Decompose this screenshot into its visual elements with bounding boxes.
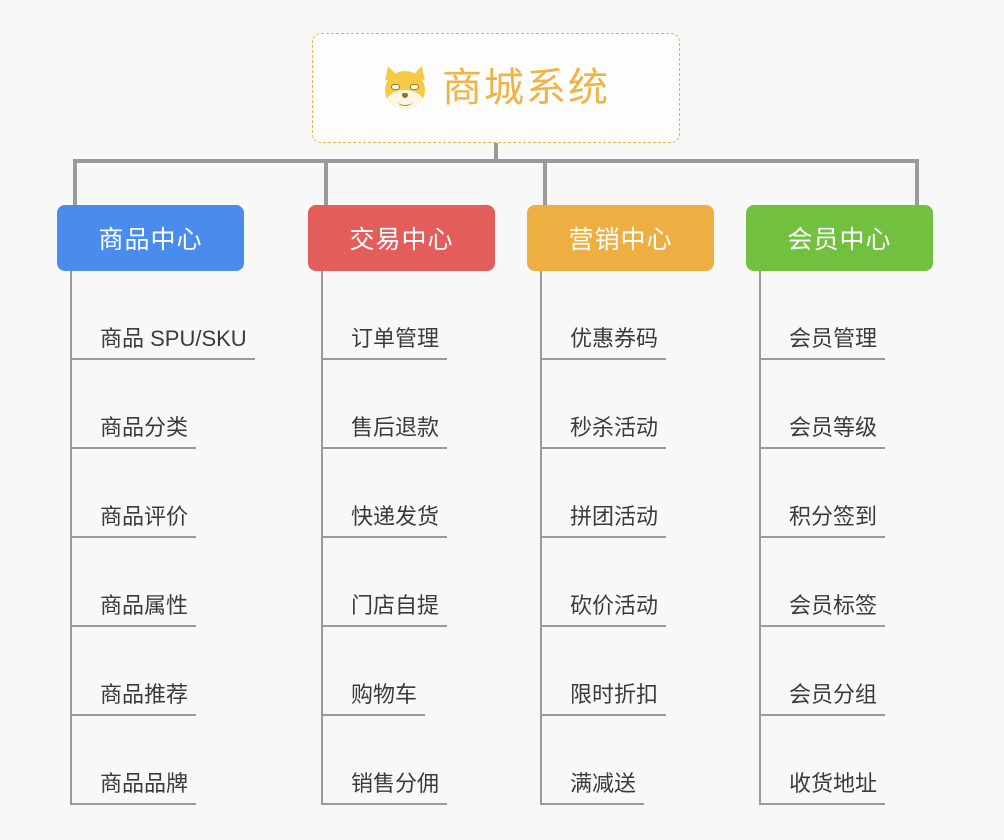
leaf-item[interactable]: 砍价活动 (540, 538, 667, 627)
leaf-item[interactable]: 销售分佣 (321, 716, 448, 805)
branch-column-1: 商品中心商品 SPU/SKU 商品分类商品评价商品属性商品推荐商品品牌 (57, 205, 255, 805)
leaf-item[interactable]: 会员标签 (759, 538, 886, 627)
leaf-item[interactable]: 会员分组 (759, 627, 886, 716)
branch-header-4[interactable]: 会员中心 (746, 205, 933, 271)
leaf-label: 会员管理 (759, 326, 886, 360)
leaf-item[interactable]: 收货地址 (759, 716, 886, 805)
leaf-label: 订单管理 (321, 326, 448, 360)
leaf-item[interactable]: 积分签到 (759, 449, 886, 538)
leaf-label: 商品品牌 (70, 771, 197, 805)
leaf-label: 商品属性 (70, 593, 197, 627)
leaf-label: 收货地址 (759, 771, 886, 805)
connector-root-stem (494, 143, 498, 163)
branch-header-3[interactable]: 营销中心 (527, 205, 714, 271)
leaf-list-4: 会员管理会员等级积分签到会员标签会员分组收货地址 (759, 271, 886, 805)
leaf-list-2: 订单管理售后退款快递发货门店自提购物车销售分佣 (321, 271, 448, 805)
leaf-label: 会员标签 (759, 593, 886, 627)
leaf-label: 销售分佣 (321, 771, 448, 805)
branch-header-2[interactable]: 交易中心 (308, 205, 495, 271)
branch-column-2: 交易中心订单管理售后退款快递发货门店自提购物车销售分佣 (308, 205, 495, 805)
connector-drop-4 (915, 159, 919, 205)
leaf-label: 购物车 (321, 682, 426, 716)
leaf-item[interactable]: 订单管理 (321, 271, 448, 360)
leaf-item[interactable]: 会员管理 (759, 271, 886, 360)
leaf-label: 拼团活动 (540, 504, 667, 538)
leaf-label: 限时折扣 (540, 682, 667, 716)
leaf-label: 会员分组 (759, 682, 886, 716)
shiba-dog-face-icon (381, 64, 429, 112)
leaf-label: 快递发货 (321, 504, 448, 538)
leaf-item[interactable]: 商品 SPU/SKU (70, 271, 255, 360)
leaf-label: 满减送 (540, 771, 645, 805)
root-node[interactable]: 商城系统 (312, 33, 680, 143)
leaf-list-3: 优惠券码秒杀活动拼团活动砍价活动限时折扣满减送 (540, 271, 667, 805)
leaf-item[interactable]: 拼团活动 (540, 449, 667, 538)
leaf-item[interactable]: 商品品牌 (70, 716, 255, 805)
root-title: 商城系统 (442, 66, 610, 110)
leaf-list-1: 商品 SPU/SKU 商品分类商品评价商品属性商品推荐商品品牌 (70, 271, 255, 805)
leaf-item[interactable]: 商品分类 (70, 360, 255, 449)
branch-column-4: 会员中心会员管理会员等级积分签到会员标签会员分组收货地址 (746, 205, 933, 805)
leaf-label: 商品 SPU/SKU (70, 326, 255, 360)
leaf-item[interactable]: 满减送 (540, 716, 666, 805)
leaf-label: 砍价活动 (540, 593, 667, 627)
leaf-item[interactable]: 售后退款 (321, 360, 448, 449)
connector-drop-3 (543, 159, 547, 205)
leaf-item[interactable]: 秒杀活动 (540, 360, 667, 449)
leaf-item[interactable]: 购物车 (321, 627, 447, 716)
leaf-item[interactable]: 快递发货 (321, 449, 448, 538)
leaf-item[interactable]: 商品推荐 (70, 627, 255, 716)
branch-column-3: 营销中心优惠券码秒杀活动拼团活动砍价活动限时折扣满减送 (527, 205, 714, 805)
leaf-item[interactable]: 门店自提 (321, 538, 448, 627)
leaf-label: 积分签到 (759, 504, 886, 538)
leaf-label: 优惠券码 (540, 326, 667, 360)
leaf-label: 秒杀活动 (540, 415, 667, 449)
leaf-label: 门店自提 (321, 593, 448, 627)
leaf-label: 会员等级 (759, 415, 886, 449)
leaf-label: 售后退款 (321, 415, 448, 449)
leaf-label: 商品推荐 (70, 682, 197, 716)
leaf-item[interactable]: 商品属性 (70, 538, 255, 627)
branch-header-1[interactable]: 商品中心 (57, 205, 244, 271)
leaf-label: 商品评价 (70, 504, 197, 538)
connector-bus (73, 159, 917, 163)
leaf-item[interactable]: 商品评价 (70, 449, 255, 538)
connector-drop-2 (324, 159, 328, 205)
leaf-item[interactable]: 优惠券码 (540, 271, 667, 360)
leaf-item[interactable]: 会员等级 (759, 360, 886, 449)
connector-drop-1 (73, 159, 77, 205)
leaf-label: 商品分类 (70, 415, 197, 449)
leaf-item[interactable]: 限时折扣 (540, 627, 667, 716)
